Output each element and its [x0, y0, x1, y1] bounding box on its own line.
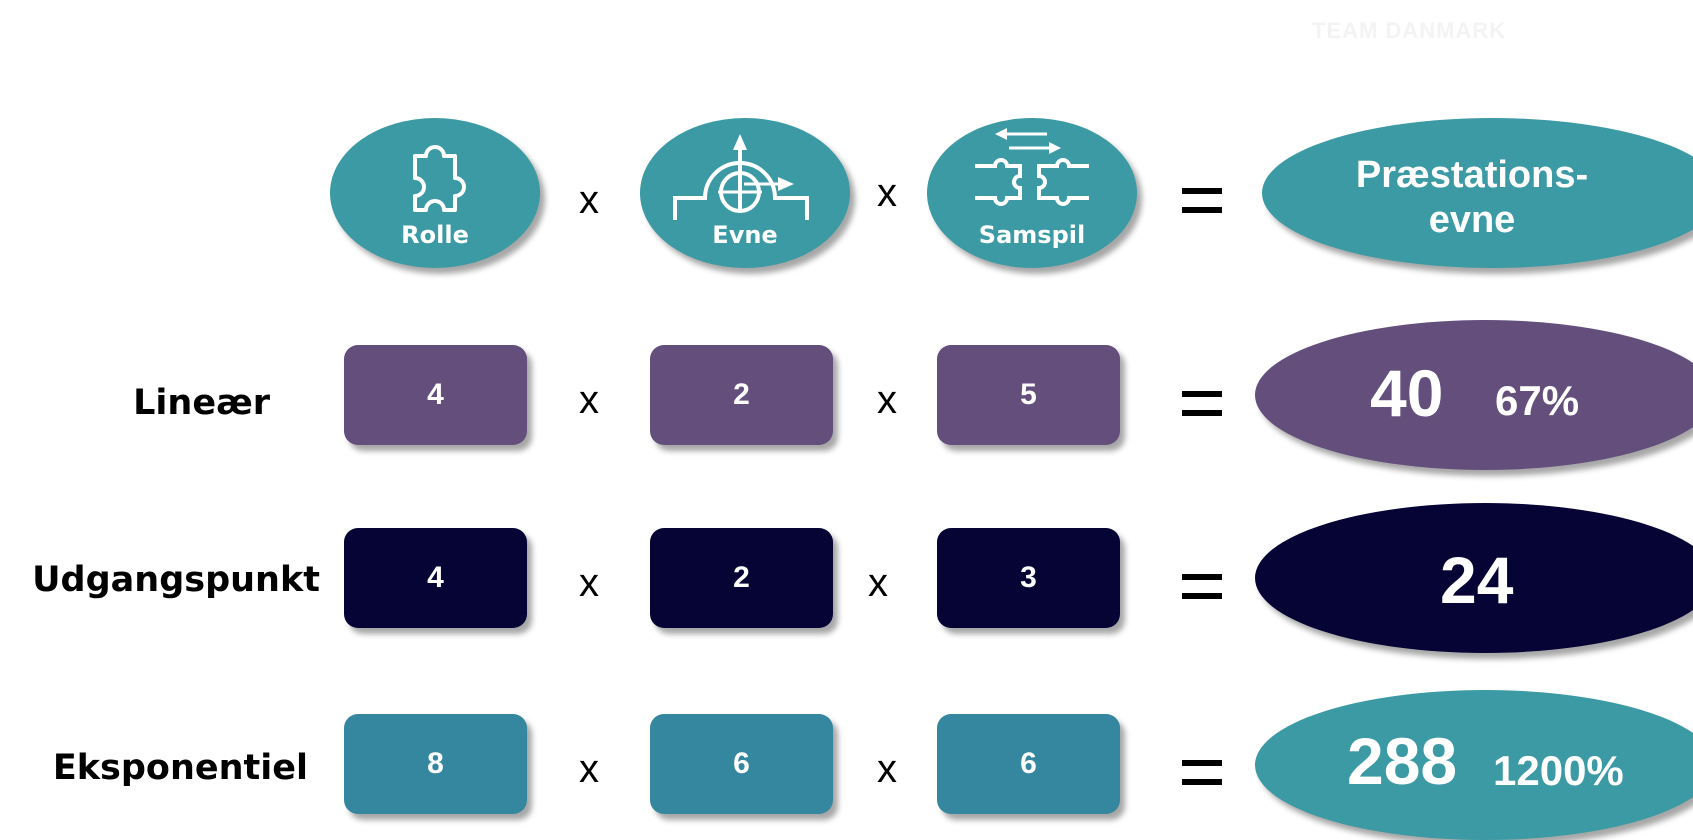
evne-value: 2	[650, 528, 833, 628]
target-arrow-icon	[673, 134, 809, 220]
samspil-label: Samspil	[978, 221, 1086, 249]
result-baseline: 24	[1255, 503, 1693, 653]
evne-factor: Evne	[640, 118, 850, 268]
equals-sign	[1182, 391, 1222, 417]
samspil-factor: Samspil	[927, 118, 1137, 268]
result-linear: 40 67%	[1255, 320, 1693, 470]
samspil-value: 6	[937, 714, 1120, 814]
praestationsevne-header: Præstations- evne	[1262, 118, 1693, 268]
row-label-linear: Lineær	[133, 383, 270, 423]
puzzle-piece-icon	[413, 145, 466, 212]
multiply-sign: x	[579, 178, 599, 222]
equals-sign	[1182, 188, 1222, 214]
rolle-value: 4	[344, 345, 527, 445]
samspil-value: 5	[937, 345, 1120, 445]
evne-label: Evne	[712, 221, 778, 249]
multiply-sign: x	[868, 561, 888, 605]
result-percent: 1200%	[1493, 747, 1624, 794]
watermark-text: TEAM DANMARK	[1312, 18, 1507, 43]
equals-sign	[1182, 760, 1222, 786]
result-label-line2: evne	[1428, 199, 1516, 241]
result-value: 24	[1440, 543, 1514, 617]
multiply-sign: x	[877, 378, 897, 422]
evne-value: 2	[650, 345, 833, 445]
multiply-sign: x	[579, 747, 599, 791]
multiply-sign: x	[579, 378, 599, 422]
result-value: 40	[1370, 356, 1444, 430]
equals-sign	[1182, 574, 1222, 600]
result-label-line1: Præstations-	[1355, 154, 1589, 196]
rolle-label: Rolle	[401, 221, 469, 249]
rolle-factor: Rolle	[330, 118, 540, 268]
rolle-value: 8	[344, 714, 527, 814]
interlocking-puzzle-icon	[975, 128, 1089, 206]
multiply-sign: x	[877, 747, 897, 791]
rolle-value: 4	[344, 528, 527, 628]
multiply-sign: x	[579, 561, 599, 605]
evne-value: 6	[650, 714, 833, 814]
row-label-exponential: Eksponentiel	[52, 748, 308, 788]
samspil-value: 3	[937, 528, 1120, 628]
result-exponential: 288 1200%	[1255, 690, 1693, 840]
result-percent: 67%	[1495, 377, 1580, 424]
result-value: 288	[1347, 724, 1458, 798]
multiply-sign: x	[877, 171, 897, 215]
row-label-baseline: Udgangspunkt	[32, 560, 320, 600]
